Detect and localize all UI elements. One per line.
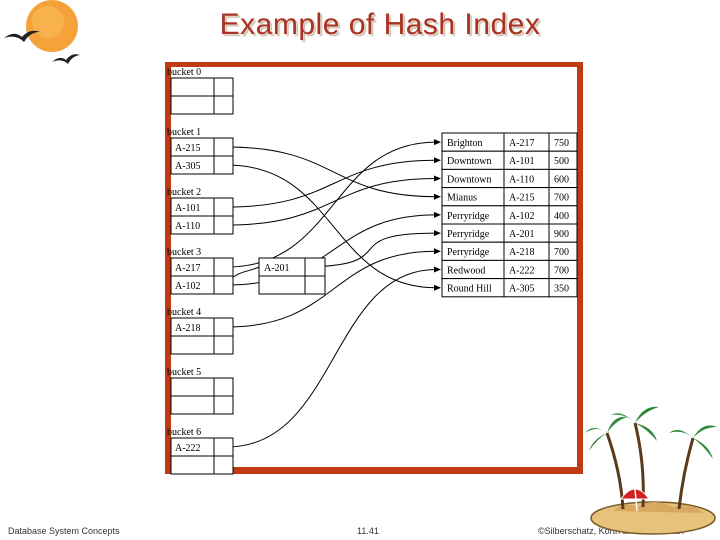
bucket-entry-key: A-110 <box>175 221 200 232</box>
bucket-entry-cell <box>170 455 234 475</box>
bucket-entry-cell <box>170 335 234 355</box>
record-account: A-217 <box>509 138 535 149</box>
record-cell <box>548 278 578 298</box>
record-branch: Downtown <box>447 174 491 185</box>
bucket-entry-key: A-217 <box>175 263 201 274</box>
footer-slide-number: 11.41 <box>357 526 379 536</box>
record-account: A-201 <box>509 229 535 240</box>
footer-course: Database System Concepts <box>8 526 120 536</box>
bird-icon <box>4 30 40 42</box>
slide-title: Example of Hash Index <box>219 8 541 41</box>
arrowhead <box>434 230 441 237</box>
record-balance: 700 <box>554 247 569 258</box>
palm-island-icon <box>585 406 717 535</box>
record-account: A-215 <box>509 193 535 204</box>
sun-birds-logo <box>4 0 80 64</box>
record-balance: 600 <box>554 174 569 185</box>
record-account: A-222 <box>509 265 535 276</box>
record-branch: Perryridge <box>447 211 490 222</box>
record-branch: Perryridge <box>447 247 490 258</box>
bucket-label: bucket 2 <box>167 187 201 198</box>
record-account: A-101 <box>509 156 535 167</box>
bucket-entry-key: A-101 <box>175 203 201 214</box>
bucket-entry-cell <box>170 377 234 397</box>
record-balance: 900 <box>554 229 569 240</box>
record-branch: Brighton <box>447 138 483 149</box>
pointer-arrow <box>226 146 437 198</box>
bucket-entry-key: A-215 <box>175 143 201 154</box>
arrowhead <box>434 266 441 273</box>
bucket-label: bucket 4 <box>167 307 201 318</box>
record-account: A-305 <box>509 284 535 295</box>
bucket-entry-cell <box>170 215 234 235</box>
bucket-entry-key: A-222 <box>175 443 201 454</box>
arrowhead <box>434 284 441 291</box>
bucket-entry-key: A-218 <box>175 323 201 334</box>
pointer-arrow <box>226 250 437 328</box>
bucket-label: bucket 3 <box>167 247 201 258</box>
bucket-label: bucket 1 <box>167 127 201 138</box>
record-account: A-218 <box>509 247 535 258</box>
record-branch: Redwood <box>447 265 485 276</box>
pointer-arrow <box>226 141 437 268</box>
record-branch: Downtown <box>447 156 491 167</box>
footer-copyright: ©Silberschatz, Korth and Sudarshan <box>538 526 684 536</box>
record-balance: 700 <box>554 265 569 276</box>
record-branch: Perryridge <box>447 229 490 240</box>
record-balance: 750 <box>554 138 569 149</box>
bucket-entry-cell <box>170 95 234 115</box>
record-balance: 500 <box>554 156 569 167</box>
bucket-entry-cell <box>170 395 234 415</box>
arrowhead <box>434 248 441 255</box>
record-branch: Mianus <box>447 193 477 204</box>
pointer-arrow <box>226 178 437 226</box>
arrowhead <box>434 175 441 182</box>
bucket-label: bucket 5 <box>167 367 201 378</box>
record-branch: Round Hill <box>447 284 492 295</box>
bucket-entry-key: A-305 <box>175 161 201 172</box>
record-account: A-110 <box>509 174 534 185</box>
record-account: A-102 <box>509 211 535 222</box>
pointer-arrow <box>226 164 437 289</box>
bucket-label: bucket 0 <box>167 67 201 78</box>
record-balance: 400 <box>554 211 569 222</box>
bucket-label: bucket 6 <box>167 427 201 438</box>
pointer-arrow <box>298 232 437 268</box>
bird-icon-small <box>52 54 80 64</box>
bucket-entry-cell <box>170 155 234 175</box>
overflow-entry-key: A-201 <box>264 263 290 274</box>
pointer-arrow <box>226 269 437 448</box>
arrowhead <box>434 139 441 146</box>
bucket-entry-cell <box>170 275 234 295</box>
pointer-arrow <box>226 159 437 208</box>
arrowhead <box>434 211 441 218</box>
record-balance: 700 <box>554 193 569 204</box>
bucket-entry-key: A-102 <box>175 281 201 292</box>
arrowhead <box>434 157 441 164</box>
arrowhead <box>434 193 441 200</box>
bucket-entry-cell <box>170 77 234 97</box>
record-balance: 350 <box>554 284 569 295</box>
pointer-arrow <box>226 214 437 286</box>
